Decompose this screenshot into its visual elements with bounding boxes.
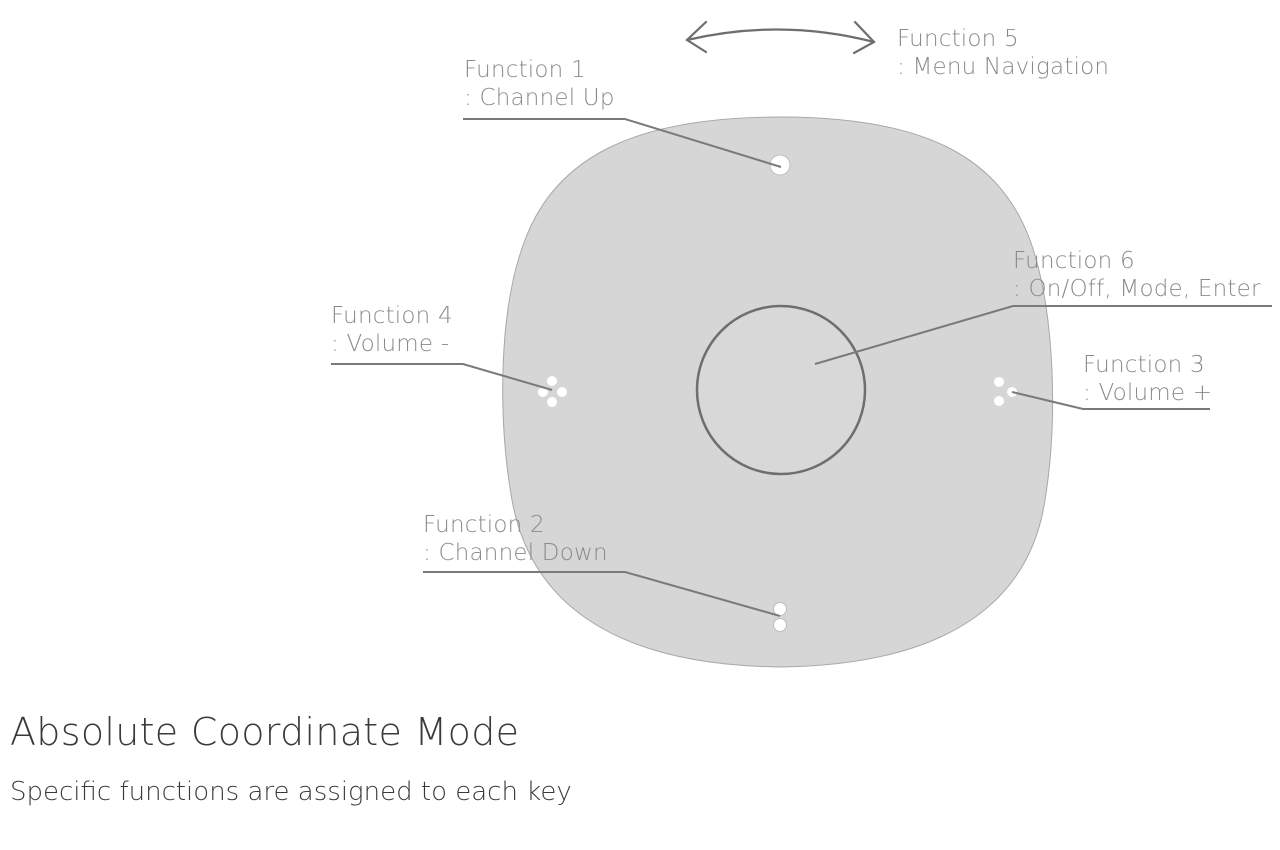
leader-line-function-6 xyxy=(814,305,1272,365)
function-description: : On/Off, Mode, Enter xyxy=(1013,276,1261,302)
key-dot xyxy=(994,377,1004,387)
function-name: Function 4 xyxy=(331,303,453,329)
label-function-5: Function 5 : Menu Navigation xyxy=(897,25,1109,81)
key-dot xyxy=(557,387,567,397)
function-name: Function 6 xyxy=(1013,248,1135,274)
function-name: Function 1 xyxy=(464,57,586,83)
function-description: : Channel Down xyxy=(423,540,608,566)
center-button[interactable] xyxy=(695,304,867,476)
function-name: Function 2 xyxy=(423,512,545,538)
label-function-2: Function 2 : Channel Down xyxy=(423,511,608,567)
page-subtitle: Specific functions are assigned to each … xyxy=(10,777,572,807)
page-title: Absolute Coordinate Mode xyxy=(10,710,520,754)
function-description: : Volume - xyxy=(331,331,450,357)
function-description: : Channel Up xyxy=(464,85,615,111)
function-description: : Volume + xyxy=(1083,380,1213,406)
leader-line-function-3 xyxy=(1011,391,1210,410)
key-dot xyxy=(994,396,1004,406)
double-headed-curved-arrow-icon xyxy=(685,20,876,55)
leader-line-function-2 xyxy=(423,571,781,617)
leader-line-function-4 xyxy=(331,363,553,391)
function-name: Function 5 xyxy=(897,26,1019,52)
key-dot xyxy=(547,397,557,407)
key-dot xyxy=(547,376,557,386)
function-description: : Menu Navigation xyxy=(897,54,1110,80)
key-channel-down[interactable] xyxy=(773,602,787,632)
key-dot xyxy=(773,602,787,616)
key-dot xyxy=(538,387,548,397)
label-function-1: Function 1 : Channel Up xyxy=(464,56,615,112)
label-function-4: Function 4 : Volume - xyxy=(331,302,453,358)
key-dot xyxy=(769,154,791,176)
leader-line-function-1 xyxy=(463,118,782,168)
key-channel-up[interactable] xyxy=(769,154,791,176)
key-dot xyxy=(773,618,787,632)
function-name: Function 3 xyxy=(1083,352,1205,378)
key-volume-down[interactable] xyxy=(538,376,567,407)
label-function-3: Function 3 : Volume + xyxy=(1083,351,1212,407)
label-function-6: Function 6 : On/Off, Mode, Enter xyxy=(1013,247,1261,303)
